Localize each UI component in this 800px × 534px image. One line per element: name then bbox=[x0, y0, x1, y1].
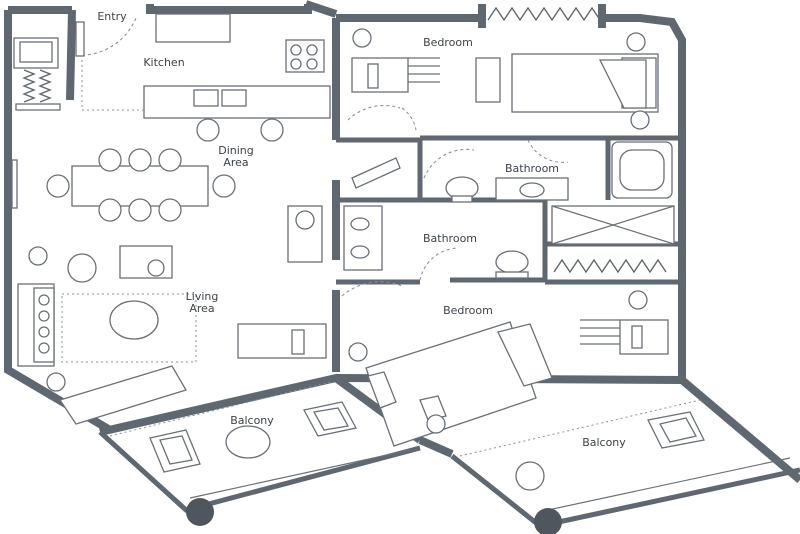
label-balcony-left: Balcony bbox=[230, 414, 274, 427]
label-bedroom-top: Bedroom bbox=[423, 36, 473, 49]
living-area-fixtures bbox=[17, 245, 368, 425]
interior-walls bbox=[336, 135, 682, 285]
dining-table-set bbox=[46, 148, 236, 222]
label-dining-2: Area bbox=[223, 156, 248, 169]
closet-left bbox=[13, 37, 61, 111]
label-living-2: Area bbox=[189, 302, 214, 315]
entry-area bbox=[75, 17, 137, 57]
bathroom-mid-fixtures bbox=[343, 205, 675, 281]
label-bedroom-bottom: Bedroom bbox=[443, 304, 493, 317]
wall-cabinet bbox=[287, 205, 323, 263]
bedroom-top-fixtures bbox=[347, 6, 659, 131]
window-left bbox=[11, 159, 18, 209]
bedroom-bottom-fixtures bbox=[341, 281, 669, 447]
label-dining-1: Dining bbox=[218, 144, 254, 157]
label-bathroom-top: Bathroom bbox=[505, 162, 559, 175]
kitchen-fixtures bbox=[81, 13, 331, 142]
balcony-right-fixtures bbox=[459, 399, 791, 511]
label-balcony-right: Balcony bbox=[582, 436, 626, 449]
label-kitchen: Kitchen bbox=[143, 56, 184, 69]
column-left bbox=[186, 498, 214, 526]
label-living-1: Living bbox=[186, 290, 219, 303]
label-entry: Entry bbox=[97, 10, 127, 23]
column-right bbox=[534, 508, 562, 534]
room-labels: Entry Kitchen Bedroom Dining Area Bathro… bbox=[97, 10, 626, 449]
bathroom-top-fixtures bbox=[351, 139, 673, 203]
balcony-left-fixtures bbox=[109, 381, 411, 499]
label-bathroom-mid: Bathroom bbox=[423, 232, 477, 245]
